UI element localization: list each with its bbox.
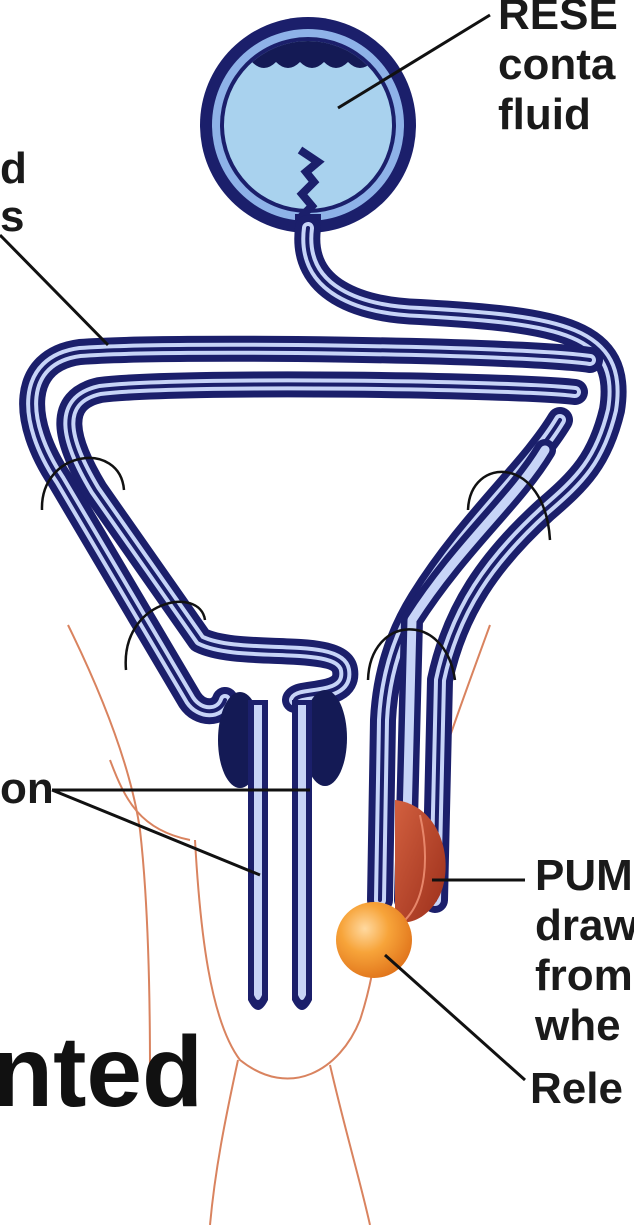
pump-label-line4: whe (535, 1005, 621, 1047)
cylinders (218, 690, 347, 1010)
reservoir-label-line3: fluid (498, 94, 591, 136)
release-valve (336, 902, 412, 978)
reservoir-label-line1: RESE (498, 0, 618, 36)
pump-label-line3: from (535, 955, 633, 997)
release-leader (385, 955, 525, 1080)
release-label: Rele (530, 1068, 623, 1110)
tubing (32, 228, 614, 900)
cylinder-leader-lower (52, 790, 260, 875)
pump-label-line1: PUM (535, 855, 633, 897)
tubes-label-line1: d (0, 148, 27, 190)
reservoir-label-line2: conta (498, 44, 615, 86)
state-title: nted (0, 1022, 203, 1122)
tubes-leader (0, 235, 108, 345)
reservoir (200, 17, 420, 240)
pump-label-line2: draw (535, 905, 634, 947)
cylinder-left (248, 700, 268, 1010)
tubes-label-line2: s (0, 196, 24, 238)
cylinder-right (292, 700, 312, 1010)
cylinders-label: on (0, 768, 54, 810)
